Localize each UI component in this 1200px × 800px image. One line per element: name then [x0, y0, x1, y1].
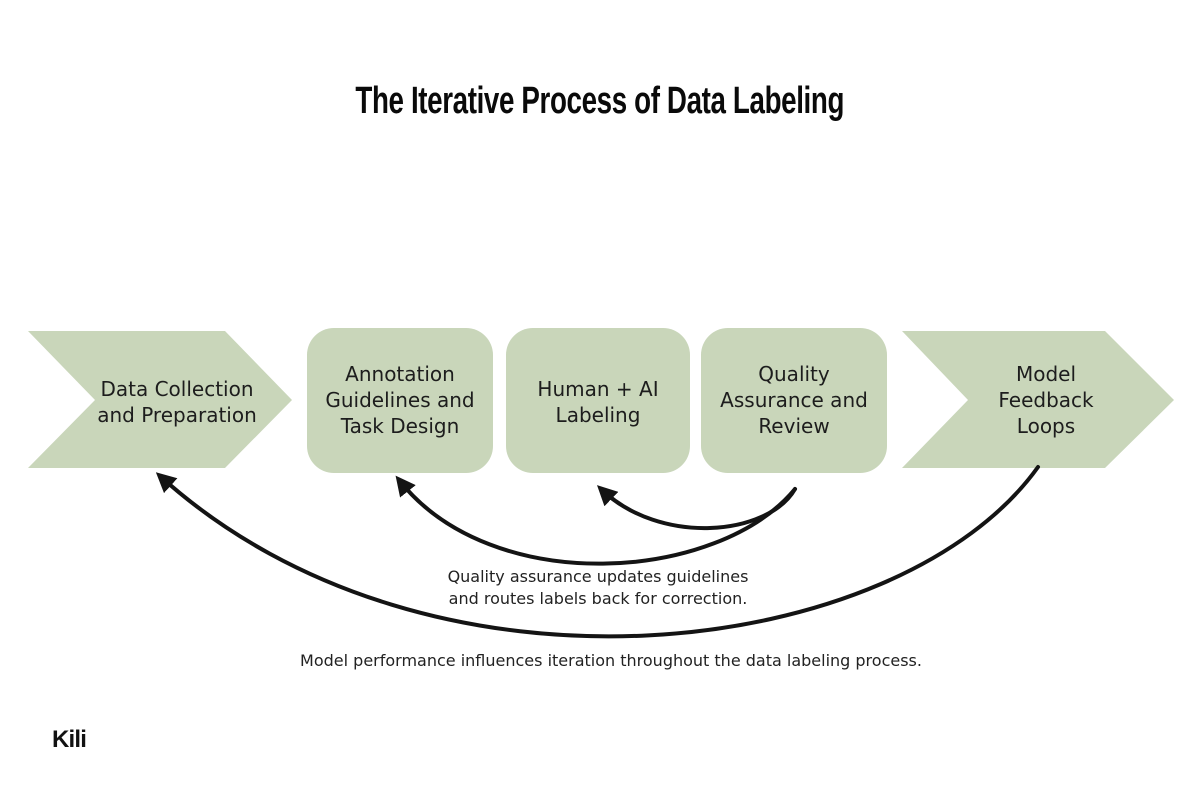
stage-shape-human-ai-labeling [506, 328, 690, 473]
caption-qa-loop: Quality assurance updates guidelines and… [388, 566, 808, 610]
page-title: The Iterative Process of Data Labeling [355, 80, 845, 122]
stage-label-annotation-guidelines: Annotation Guidelines and Task Design [300, 361, 500, 439]
stage-label-line: Human + AI [537, 377, 659, 401]
caption-qa-loop-line1: Quality assurance updates guidelines [447, 567, 749, 586]
stage-label-quality-assurance: Quality Assurance and Review [694, 361, 894, 439]
stage-label-line: Task Design [340, 414, 460, 438]
stage-shape-quality-assurance [701, 328, 887, 473]
feedback-arrow-qa-to-labeling [597, 485, 797, 530]
stage-label-line: Quality [758, 362, 830, 386]
stage-shape-annotation-guidelines [307, 328, 493, 473]
stage-label-line: Labeling [555, 403, 641, 427]
stage-label-line: Feedback [998, 388, 1094, 412]
stage-label-line: Model [1015, 362, 1077, 386]
stage-label-line: Annotation [345, 362, 455, 386]
stage-label-model-feedback: Model Feedback Loops [946, 361, 1146, 439]
stage-label-line: Review [758, 414, 830, 438]
caption-qa-loop-line2: and routes labels back for correction. [448, 589, 748, 608]
stage-label-data-collection: Data Collection and Preparation [77, 376, 277, 428]
kili-logo: Kili [52, 726, 87, 753]
stage-label-line: Data Collection [100, 377, 254, 401]
stage-label-human-ai-labeling: Human + AI Labeling [498, 376, 698, 428]
stage-label-line: and Preparation [97, 403, 257, 427]
caption-model-loop: Model performance influences iteration t… [300, 651, 922, 670]
feedback-arrow-model-to-collection [155, 465, 1040, 639]
stage-shape-data-collection [28, 331, 292, 468]
feedback-arrow-qa-to-guidelines [395, 475, 797, 566]
stage-shape-model-feedback [902, 331, 1174, 468]
stage-label-line: Guidelines and [325, 388, 475, 412]
stage-label-line: Assurance and [720, 388, 868, 412]
stage-label-line: Loops [1016, 414, 1076, 438]
